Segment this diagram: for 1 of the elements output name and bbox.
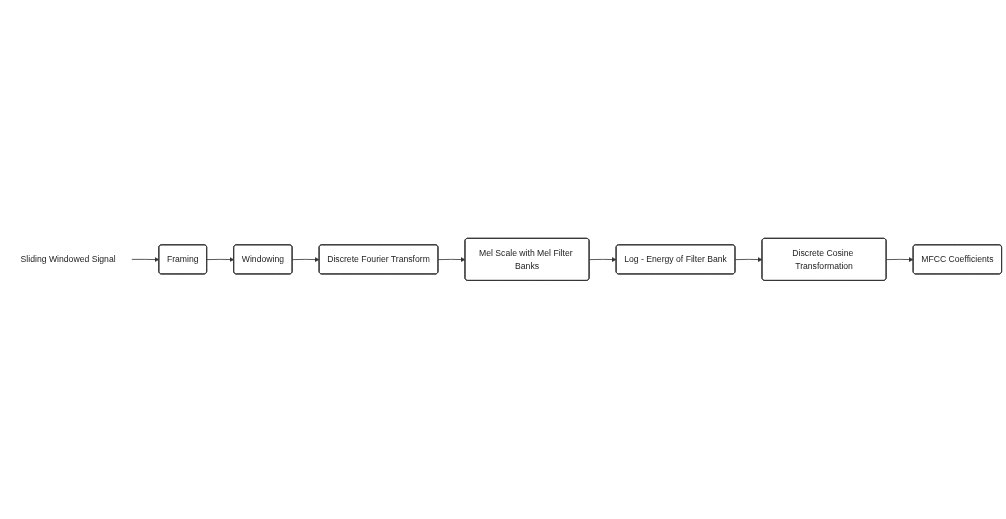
node-text: Sliding Windowed Signal <box>20 254 116 264</box>
